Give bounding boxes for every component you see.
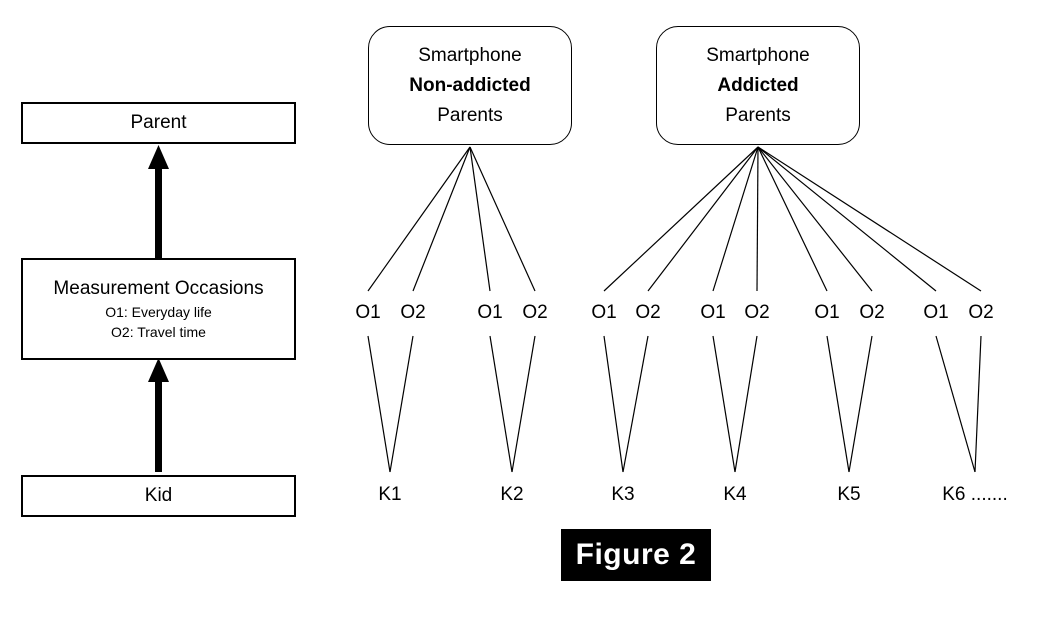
occasion-label-k6-o1: O1 bbox=[923, 302, 949, 323]
edge-o2-to-k3 bbox=[622, 335, 649, 473]
occasion-label-k1-o1: O1 bbox=[355, 302, 381, 323]
group-box-addicted-parents: Smartphone Addicted Parents bbox=[656, 26, 860, 145]
level-box-parent: Parent bbox=[21, 102, 296, 144]
group-box-addicted-line1: Smartphone bbox=[706, 44, 810, 66]
edge-smartphone-addicted-parents-to-k5-o2 bbox=[757, 146, 873, 292]
occasion-label-k1-o2: O2 bbox=[400, 302, 426, 323]
occasion-label-k3-o2: O2 bbox=[635, 302, 661, 323]
group-box-non-addicted-line2: Non-addicted bbox=[409, 74, 531, 96]
level-box-parent-label: Parent bbox=[130, 112, 187, 133]
tree-edges bbox=[367, 146, 982, 473]
level-box-kid-label: Kid bbox=[144, 485, 173, 506]
edge-smartphone-addicted-parents-to-k5-o1 bbox=[757, 146, 828, 292]
edge-o2-to-k1 bbox=[389, 335, 414, 473]
kid-label-k4: K4 bbox=[723, 484, 747, 505]
group-box-non-addicted-line3: Parents bbox=[437, 104, 503, 126]
group-box-addicted-line3: Parents bbox=[725, 104, 791, 126]
edge-o1-to-k4 bbox=[712, 335, 736, 473]
edge-smartphone-addicted-parents-to-k3-o1 bbox=[603, 146, 759, 292]
arrow-kid-to-occasions bbox=[148, 358, 169, 472]
edge-smartphone-non-addicted-parents-to-k1-o1 bbox=[367, 146, 471, 292]
edge-smartphone-non-addicted-parents-to-k1-o2 bbox=[412, 146, 471, 292]
edge-smartphone-non-addicted-parents-to-k2-o1 bbox=[469, 146, 491, 292]
kid-label-k6: K6 ....... bbox=[942, 484, 1008, 505]
level-box-kid: Kid bbox=[21, 475, 296, 517]
arrow-occasions-to-parent bbox=[148, 145, 169, 258]
edge-o1-to-k3 bbox=[603, 335, 624, 473]
edge-o2-to-k6 bbox=[974, 335, 982, 473]
edge-smartphone-addicted-parents-to-k6-o2 bbox=[757, 146, 982, 292]
kid-label-k3: K3 bbox=[611, 484, 635, 505]
kid-label-k2: K2 bbox=[500, 484, 524, 505]
edge-smartphone-non-addicted-parents-to-k2-o2 bbox=[469, 146, 536, 292]
occasion-label-k5-o2: O2 bbox=[859, 302, 885, 323]
edge-smartphone-addicted-parents-to-k3-o2 bbox=[647, 146, 759, 292]
occasion-definition-o2: O2: Travel time bbox=[111, 323, 206, 340]
edge-o1-to-k6 bbox=[935, 335, 976, 473]
level-box-measurement-occasions: Measurement Occasions O1: Everyday life … bbox=[21, 258, 296, 360]
edge-o2-to-k2 bbox=[511, 335, 536, 473]
level-box-measurement-occasions-label: Measurement Occasions bbox=[53, 277, 264, 299]
occasion-label-k2-o2: O2 bbox=[522, 302, 548, 323]
group-box-addicted-line2: Addicted bbox=[717, 74, 799, 96]
kid-label-k5: K5 bbox=[837, 484, 861, 505]
edge-o2-to-k4 bbox=[734, 335, 758, 473]
edge-smartphone-addicted-parents-to-k6-o1 bbox=[757, 146, 937, 292]
occasion-label-k2-o1: O1 bbox=[477, 302, 503, 323]
occasion-label-k4-o1: O1 bbox=[700, 302, 726, 323]
group-box-non-addicted-parents: Smartphone Non-addicted Parents bbox=[368, 26, 572, 145]
edge-o1-to-k5 bbox=[826, 335, 850, 473]
occasion-definition-o1: O1: Everyday life bbox=[105, 303, 212, 320]
occasion-label-k6-o2: O2 bbox=[968, 302, 994, 323]
kid-label-k1: K1 bbox=[378, 484, 402, 505]
group-box-non-addicted-line1: Smartphone bbox=[418, 44, 522, 66]
occasion-label-k4-o2: O2 bbox=[744, 302, 770, 323]
occasion-label-k5-o1: O1 bbox=[814, 302, 840, 323]
edge-o1-to-k2 bbox=[489, 335, 513, 473]
occasion-label-k3-o1: O1 bbox=[591, 302, 617, 323]
edge-o1-to-k1 bbox=[367, 335, 391, 473]
edge-smartphone-addicted-parents-to-k4-o1 bbox=[712, 146, 759, 292]
edge-smartphone-addicted-parents-to-k4-o2 bbox=[756, 146, 759, 292]
figure-caption: Figure 2 bbox=[561, 529, 711, 581]
edge-o2-to-k5 bbox=[848, 335, 873, 473]
